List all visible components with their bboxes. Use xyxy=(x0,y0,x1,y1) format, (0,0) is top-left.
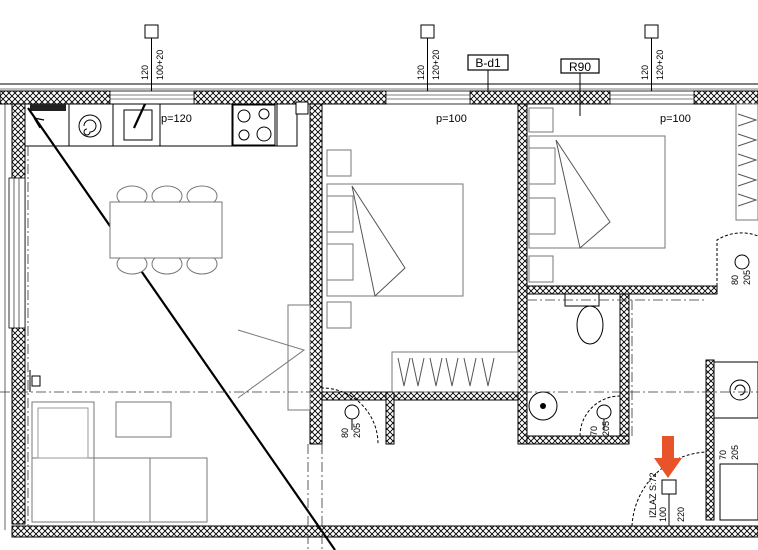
exterior-wall-left xyxy=(4,103,26,530)
kitchen-ceiling-height: p=120 xyxy=(161,113,192,125)
stair-arrow xyxy=(33,117,45,129)
cooktop-icon xyxy=(232,104,276,146)
toilet-icon xyxy=(564,293,604,345)
dashed-lines xyxy=(0,146,758,550)
svg-text:205: 205 xyxy=(352,423,362,438)
window-1-height: 100+20 xyxy=(155,50,165,80)
wardrobe-1 xyxy=(391,351,519,393)
wall-bedroom1-bottom-right xyxy=(385,391,395,445)
wall-bottom xyxy=(11,525,758,538)
right-unit-washer xyxy=(713,361,758,419)
washbasin-icon xyxy=(528,391,558,421)
svg-text:70: 70 xyxy=(589,426,599,436)
svg-text:80: 80 xyxy=(730,275,740,285)
window-dim-3: 120 120+20 xyxy=(640,24,665,91)
svg-text:B-d1: B-d1 xyxy=(475,56,501,70)
wall-living-bedroom xyxy=(309,103,323,445)
exterior-wall-top xyxy=(0,83,758,105)
wall-bathroom-right xyxy=(619,293,630,445)
window-3-height: 120+20 xyxy=(655,50,665,80)
window-2 xyxy=(385,90,471,105)
wall-bedroom1-bottom-left xyxy=(321,391,387,401)
window-1-sill: 120 xyxy=(140,65,150,80)
svg-text:205: 205 xyxy=(601,421,611,436)
window-3-sill: 120 xyxy=(640,65,650,80)
bedroom-2-ceiling-height: p=100 xyxy=(660,113,691,125)
wall-bathroom-bottom xyxy=(526,435,630,445)
window-1 xyxy=(109,90,195,105)
wall-corridor xyxy=(393,391,519,401)
window-3 xyxy=(609,90,695,105)
door-bedroom-1: 80 205 xyxy=(321,387,379,445)
washing-machine-icon xyxy=(78,114,102,138)
svg-text:100: 100 xyxy=(658,507,668,522)
window-2-height: 120+20 xyxy=(431,50,441,80)
bed-2 xyxy=(528,107,666,283)
svg-text:R90: R90 xyxy=(569,60,591,74)
svg-text:205: 205 xyxy=(742,270,752,285)
window-dim-1: 120 100+20 xyxy=(140,24,165,91)
sink-icon xyxy=(123,103,153,141)
column xyxy=(295,101,309,115)
wall-type-tag: B-d1 xyxy=(467,54,509,91)
door-bedroom-2-side: 80 205 xyxy=(716,232,758,286)
arrow-down-icon xyxy=(654,436,682,478)
kitchen-counter xyxy=(24,103,298,147)
svg-text:205: 205 xyxy=(730,445,740,460)
wardrobe-2 xyxy=(735,103,758,221)
svg-text:70: 70 xyxy=(718,450,728,460)
fire-rating-tag: R90 xyxy=(560,58,600,116)
window-dim-2: 120 120+20 xyxy=(416,24,441,91)
svg-text:80: 80 xyxy=(340,428,350,438)
sofa xyxy=(31,401,208,523)
exit-label: IZLAZ S:72 xyxy=(648,472,658,518)
coffee-table xyxy=(115,401,172,438)
svg-text:220: 220 xyxy=(676,507,686,522)
wall-right-unit xyxy=(705,359,715,521)
door-bathroom: 70 205 xyxy=(579,395,621,437)
stair-diagonal xyxy=(27,107,336,550)
dining-table xyxy=(109,185,223,275)
tv-view-lines xyxy=(237,329,306,399)
right-unit-cabinet xyxy=(719,463,758,521)
door-entrance: 100 220 IZLAZ S:72 xyxy=(631,451,707,527)
window-2-sill: 120 xyxy=(416,65,426,80)
door-right-unit: 70 205 xyxy=(718,445,740,460)
bedroom-1-ceiling-height: p=100 xyxy=(436,113,467,125)
tv-unit xyxy=(287,304,311,411)
wall-bedrooms xyxy=(517,103,528,445)
bed-1 xyxy=(326,149,464,329)
wall-bedroom2-bottom xyxy=(526,285,718,295)
